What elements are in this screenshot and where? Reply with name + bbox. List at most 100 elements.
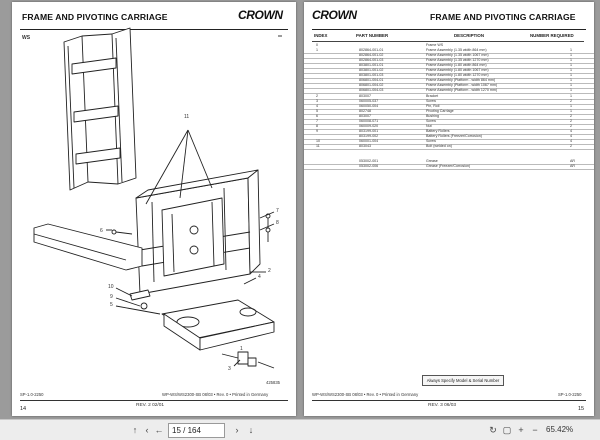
table-row: 9 803199-001 Battery Rollers 4 (304, 129, 594, 135)
part-number-cell: 060009-020 (359, 123, 379, 128)
quantity-cell: 1 (570, 58, 572, 63)
callout-4: 4 (258, 274, 261, 280)
page-number: 15 (578, 406, 585, 412)
footer-print-info: WP-WS/WS2300-SB 08/03 • Rev. 0 • Printed… (312, 392, 419, 397)
quantity-cell: 2 (570, 98, 572, 103)
description-cell: Bushing (426, 113, 439, 118)
page-number-input[interactable]: 15 / 164 (168, 423, 225, 438)
table-header-rule (312, 41, 584, 42)
part-number-cell: 060005-037 (359, 98, 379, 103)
footer-print-info: WP-WS/WS2300-SB 08/03 • Rev. 0 • Printed… (162, 392, 269, 397)
part-number-cell: 802864-001-03 (359, 58, 384, 63)
part-number-cell: 806801-004-02 (359, 83, 384, 88)
part-number-cell: 053002-001 (359, 159, 379, 164)
table-row: 803199-002 Battery Rollers (Freezer/Corro… (304, 134, 594, 140)
callout-11: 11 (184, 114, 190, 120)
quantity-cell: 2 (570, 118, 572, 123)
description-cell: Bracket (426, 93, 439, 98)
description-cell: Frame Assembly (1.80 width 1270 mm) (426, 73, 489, 78)
prev-arrow-icon[interactable]: ← (154, 425, 164, 435)
specify-model-serial-button[interactable]: Always Specify Model & Serial Number (422, 375, 504, 386)
part-number-cell: 803007 (359, 113, 371, 118)
crown-logo: CROWN (238, 8, 283, 22)
zoom-level[interactable]: 65.42% (546, 425, 574, 434)
footer-rule (312, 400, 586, 401)
quantity-cell: 2 (570, 113, 572, 118)
index-cell: 1 (316, 48, 318, 53)
description-cell: Frame Assembly (1.35 width 1067 mm) (426, 53, 489, 58)
part-number-cell: 803199-001 (359, 128, 379, 133)
description-cell: Frame Assembly (Platform - width 1270 mm… (426, 88, 498, 93)
zoom-out-icon[interactable]: − (532, 425, 538, 435)
description-cell: Battery Rollers (Freezer/Corrosion) (426, 133, 482, 138)
table-row: 802864-001-03 Frame Assembly (1.35 width … (304, 58, 594, 65)
quantity-cell: 4 (570, 128, 572, 133)
part-number-cell: 060008-071 (359, 118, 379, 123)
footer-doc-code: SP-1.0-2250 (558, 392, 582, 397)
index-cell: 7 (316, 118, 318, 123)
description-cell: Battery Rollers (426, 128, 450, 133)
table-row: 6 803007 Bushing 2 (304, 114, 594, 120)
part-number-cell: 803199-002 (359, 133, 379, 138)
rotate-icon[interactable]: ↻ (489, 425, 497, 435)
description-cell: Grease (Freezer/Corrosion) (426, 164, 471, 169)
footer-doc-code: SP-1.0-2250 (20, 392, 44, 397)
last-page-icon[interactable]: ↓ (248, 425, 254, 435)
header-rule (20, 29, 288, 30)
quantity-cell: 4 (570, 133, 572, 138)
column-header-part-number: PART NUMBER (356, 33, 389, 38)
logo-text: CROWN (238, 8, 283, 22)
index-cell: 8 (316, 123, 318, 128)
footer-revision: REV. 3 06/03 (428, 403, 457, 408)
index-cell: 6 (316, 113, 318, 118)
quantity-cell: 4 (570, 138, 572, 143)
fit-page-icon[interactable]: ▢ (502, 425, 512, 435)
part-number-cell: 803007 (359, 93, 371, 98)
next-page-icon[interactable]: › (235, 425, 239, 435)
page-title: FRAME AND PIVOTING CARRIAGE (430, 12, 576, 22)
description-cell: Frame Assembly (1.80 width 1067 mm) (426, 68, 489, 73)
prev-page-icon[interactable]: ‹ (145, 425, 149, 435)
quantity-cell: 2 (570, 123, 572, 128)
index-cell: 3 (316, 98, 318, 103)
index-cell: 10 (316, 138, 320, 143)
callout-2: 2 (268, 268, 271, 274)
part-number-cell: 060001-004 (359, 138, 379, 143)
zoom-in-icon[interactable]: + (518, 425, 524, 435)
first-page-icon[interactable]: ↑ (132, 425, 138, 435)
part-number-cell: 060050-004 (359, 103, 379, 108)
index-cell: 4 (316, 103, 318, 108)
quantity-cell: 1 (570, 48, 572, 53)
quantity-cell: 1 (570, 93, 572, 98)
callout-8: 8 (276, 220, 279, 226)
index-cell: 9 (316, 128, 318, 133)
part-number-cell: 806801-004-03 (359, 88, 384, 93)
table-row: 2 803007 Bracket 1 (304, 94, 594, 100)
index-cell: 11 (316, 144, 320, 148)
part-number-cell: 803043 (359, 144, 371, 148)
column-header-number-required: NUMBER REQUIRED (530, 33, 574, 38)
callout-3: 3 (228, 366, 231, 372)
description-cell: Frame Assembly (1.35 width 864 mm) (426, 48, 487, 53)
model-label: WS (22, 35, 31, 41)
description-cell: Frame Assembly (1.80 width 864 mm) (426, 63, 487, 68)
quantity-cell: 1 (570, 53, 572, 58)
description-cell: Frame Assembly (1.35 width 1270 mm) (426, 58, 489, 63)
page-right: CROWN FRAME AND PIVOTING CARRIAGE INDEX … (304, 2, 594, 416)
footer-rule (20, 400, 288, 401)
description-cell: Bolt (welded on) (426, 144, 452, 148)
callout-7: 7 (276, 208, 279, 214)
part-number-cell: 806801-004-01 (359, 78, 384, 83)
table-row: 806801-004-03 Frame Assembly (Platform - … (304, 88, 594, 95)
quantity-cell: 1 (570, 88, 572, 93)
description-cell: Grease (426, 159, 438, 164)
